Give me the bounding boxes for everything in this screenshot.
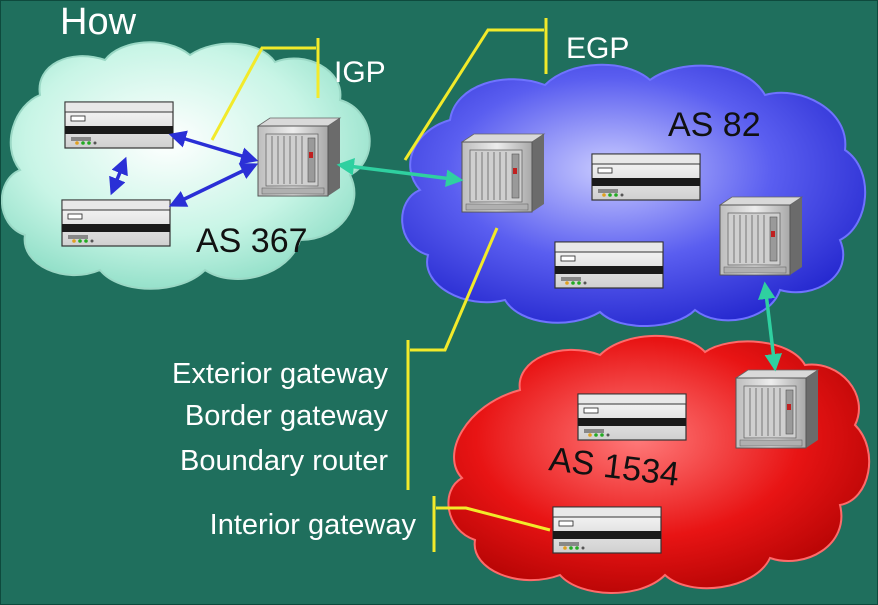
boundary-router-label: Boundary router [180,445,388,477]
egp-label: EGP [566,32,629,65]
as-82-label: AS 82 [668,106,761,144]
router-icon [554,241,664,289]
router-icon [552,506,662,554]
border-gateway-label: Border gateway [185,400,389,432]
border-router-icon [719,196,803,276]
callout-lines [210,18,551,552]
router-icon [577,393,687,441]
border-router-icon [461,133,545,213]
border-router-icon [735,369,819,449]
router-icon [61,199,171,247]
border-router-icon [257,117,341,197]
as-367-label: AS 367 [196,222,308,260]
router-icon [591,153,701,201]
interior-gateway-label: Interior gateway [210,509,417,541]
igp-links [109,130,259,207]
router-icon [64,101,174,149]
egp-links [336,158,783,372]
slide-title: How [60,1,137,43]
igp-label: IGP [334,56,386,89]
exterior-gateway-label: Exterior gateway [172,358,388,390]
